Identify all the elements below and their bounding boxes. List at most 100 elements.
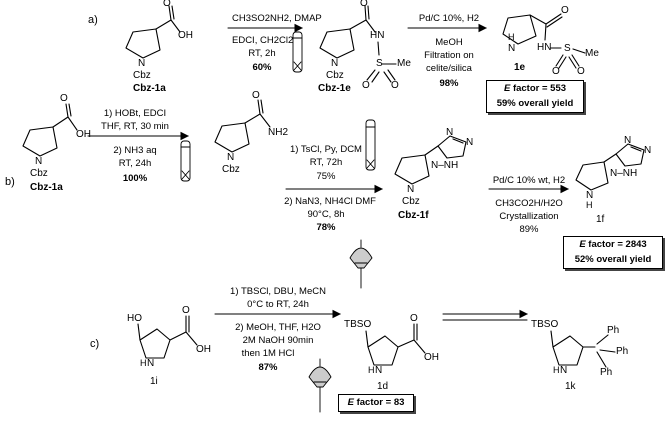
rxn-c1-step1-conditions: 0°C to RT, 24h bbox=[247, 299, 309, 310]
rxn-b1-step2: 2) NH3 aq bbox=[113, 145, 157, 156]
atom-n: N bbox=[35, 156, 43, 167]
atom-o: O bbox=[391, 80, 399, 91]
atom-o: O bbox=[362, 80, 370, 91]
atom-ph: Ph bbox=[607, 325, 620, 336]
atom-cbz: Cbz bbox=[222, 164, 240, 175]
structure-1k bbox=[550, 330, 616, 368]
compound-label-cbz-1a: Cbz-1a bbox=[133, 83, 166, 94]
section-label-b: b) bbox=[5, 176, 15, 188]
e-factor-box-a: E factor = 553 59% overall yield bbox=[486, 80, 584, 113]
atom-o: O bbox=[552, 66, 560, 77]
reaction-tube-icon-a bbox=[292, 31, 303, 73]
atom-tbso: TBSO bbox=[531, 319, 559, 330]
rxn-b3-yield: 89% bbox=[519, 224, 539, 235]
rxn-b1-step1-conditions: THF, RT, 30 min bbox=[101, 121, 169, 132]
structure-cbz-1f bbox=[394, 135, 467, 185]
rxn-c1-acidify: then 1M HCl bbox=[241, 348, 295, 359]
atom-ph: Ph bbox=[600, 367, 613, 378]
atom-s: S bbox=[564, 43, 571, 54]
compound-label-1i: 1i bbox=[150, 376, 158, 387]
atom-tetrazole-nh: N–NH bbox=[610, 168, 638, 179]
atom-s: S bbox=[376, 58, 383, 69]
atom-nh: N bbox=[508, 43, 516, 54]
structure-cbz-1e bbox=[319, 5, 397, 83]
e-factor-a: E factor = 553 bbox=[503, 83, 567, 94]
separatory-funnel-icon-c bbox=[308, 358, 332, 413]
rxn-b1-yield: 100% bbox=[122, 173, 148, 184]
atom-o: O bbox=[163, 0, 171, 9]
atom-tetrazole-n: N bbox=[624, 135, 632, 146]
rxn-b1-step2-conditions: RT, 24h bbox=[118, 158, 152, 169]
structure-cbz-1a-b bbox=[22, 103, 78, 157]
atom-nh: N bbox=[375, 365, 383, 376]
overall-yield-a: 59% overall yield bbox=[496, 98, 574, 109]
rxn-b3-solvent: CH3CO2H/H2O bbox=[495, 198, 563, 209]
compound-label-cbz-1a-b: Cbz-1a bbox=[30, 182, 63, 193]
atom-tetrazole-n: N bbox=[466, 137, 474, 148]
atom-o: O bbox=[561, 5, 569, 16]
rxn-a2-yield: 98% bbox=[439, 78, 459, 89]
rxn-a1-yield: 60% bbox=[252, 62, 272, 73]
rxn-a1-conditions: RT, 2h bbox=[248, 48, 276, 59]
atom-oh: OH bbox=[76, 129, 91, 140]
rxn-b1-step1: 1) HOBt, EDCI bbox=[103, 108, 167, 119]
compound-label-1e: 1e bbox=[514, 62, 526, 73]
atom-ph: Ph bbox=[616, 346, 629, 357]
rxn-a2-workup-2: celite/silica bbox=[426, 63, 472, 74]
compound-label-1k: 1k bbox=[565, 381, 576, 392]
rxn-c1-step1: 1) TBSCl, DBU, MeCN bbox=[230, 286, 326, 297]
atom-nh2: NH2 bbox=[268, 127, 289, 138]
atom-tetrazole-n: N bbox=[446, 127, 454, 138]
atom-h: H bbox=[508, 32, 515, 42]
structure-1i bbox=[137, 315, 198, 359]
rxn-b2-step1: 1) TsCl, Py, DCM bbox=[290, 144, 362, 155]
section-label-a: a) bbox=[88, 14, 98, 26]
structure-1e bbox=[502, 13, 586, 69]
rxn-c1-yield: 87% bbox=[258, 362, 278, 373]
separatory-funnel-icon-b bbox=[349, 239, 373, 289]
atom-h: H bbox=[586, 200, 593, 210]
atom-me: Me bbox=[585, 48, 599, 59]
rxn-c1-step2-conditions: 2M NaOH 90min bbox=[242, 335, 314, 346]
atom-hn: HN bbox=[370, 30, 385, 41]
atom-cbz: Cbz bbox=[133, 70, 151, 81]
atom-o: O bbox=[410, 313, 418, 324]
reaction-tube-icon-b2 bbox=[365, 119, 376, 171]
compound-label-cbz-1e: Cbz-1e bbox=[318, 83, 351, 94]
rxn-a1-solvent: EDCI, CH2Cl2 bbox=[232, 35, 294, 46]
atom-me: Me bbox=[397, 58, 411, 69]
section-label-c: c) bbox=[90, 338, 100, 350]
rxn-b2-yield: 78% bbox=[316, 222, 336, 233]
rxn-c1-step2: 2) MeOH, THF, H2O bbox=[235, 322, 321, 333]
atom-o: O bbox=[252, 90, 260, 101]
structure-amide bbox=[214, 99, 271, 153]
rxn-b3-reagent: Pd/C 10% wt, H2 bbox=[492, 175, 566, 186]
compound-label-cbz-1f: Cbz-1f bbox=[398, 210, 429, 221]
atom-nh: N bbox=[560, 365, 568, 376]
reaction-tube-icon-b1 bbox=[180, 140, 191, 182]
atom-cbz: Cbz bbox=[30, 168, 48, 179]
atom-n: N bbox=[407, 184, 415, 195]
atom-nh: N bbox=[586, 190, 594, 201]
atom-nh: N bbox=[147, 358, 155, 369]
overall-yield-b: 52% overall yield bbox=[574, 254, 652, 265]
rxn-a2-reagent: Pd/C 10%, H2 bbox=[418, 13, 480, 24]
rxn-b2-step1-conditions: RT, 72h bbox=[309, 157, 343, 168]
structure-1f bbox=[575, 143, 645, 191]
structure-cbz-1a-a bbox=[125, 5, 181, 59]
atom-n: N bbox=[138, 58, 146, 69]
e-factor-box-b: E factor = 2843 52% overall yield bbox=[563, 236, 663, 269]
atom-n: N bbox=[331, 58, 339, 69]
structure-1d bbox=[365, 323, 426, 366]
atom-oh: OH bbox=[424, 352, 439, 363]
atom-hn: HN bbox=[537, 42, 552, 53]
e-factor-b: E factor = 2843 bbox=[579, 239, 647, 250]
rxn-a2-workup-1: Filtration on bbox=[424, 50, 474, 61]
atom-h: H bbox=[553, 365, 560, 375]
compound-label-1f: 1f bbox=[596, 214, 605, 225]
rxn-b2-step2: 2) NaN3, NH4Cl DMF bbox=[284, 196, 376, 207]
rxn-b2-step1-yield: 75% bbox=[316, 171, 336, 182]
e-factor-box-c: E factor = 83 bbox=[338, 394, 414, 412]
